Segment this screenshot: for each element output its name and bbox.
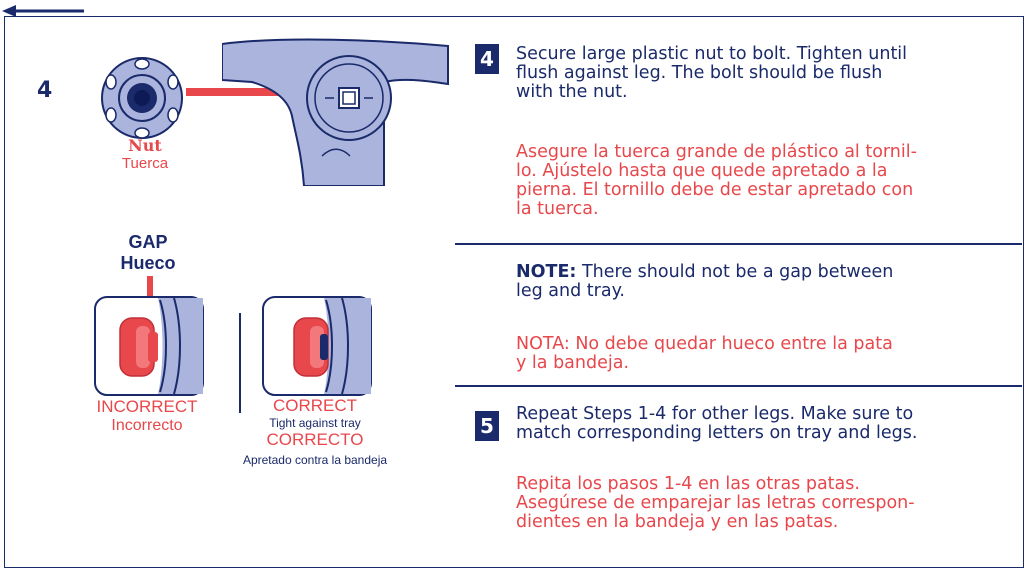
step-4-en-line: Secure large plastic nut to bolt. Tighte… xyxy=(516,44,908,64)
step-5-text-es: Repita los pasos 1-4 en las otras patas.… xyxy=(516,475,915,532)
step-4-es-line: lo. Ajústelo hasta que quede apretado a … xyxy=(516,161,888,181)
note-text-line: leg and tray. xyxy=(516,281,625,301)
step-5-es-line: Repita los pasos 1-4 en las otras patas. xyxy=(516,474,860,494)
step-number-left: 4 xyxy=(37,78,53,103)
correct-sub-label: Tight against tray xyxy=(269,416,361,430)
step-4-es-line: Asegure la tuerca grande de plástico al … xyxy=(516,142,917,162)
note-text-en: NOTE: There should not be a gap between … xyxy=(516,263,893,301)
comparison-divider xyxy=(239,313,241,413)
step-5-en-line: match corresponding letters on tray and … xyxy=(516,423,918,443)
correct-label-es: CORRECTO xyxy=(266,430,364,449)
step-5-text-en: Repeat Steps 1-4 for other legs. Make su… xyxy=(516,405,917,443)
back-arrow-icon xyxy=(2,5,84,17)
step-4-text-es: Asegure la tuerca grande de plástico al … xyxy=(516,143,917,219)
incorrect-label: INCORRECT xyxy=(96,397,198,416)
note-es-line: NOTA: No debe quedar hueco entre la pata xyxy=(516,334,893,354)
nut-label: Nut xyxy=(128,136,162,155)
step-4-badge: 4 xyxy=(475,44,499,74)
step-4-es-line: pierna. El tornillo debe de estar apreta… xyxy=(516,180,914,200)
step-4-en-line: flush against leg. The bolt should be fl… xyxy=(516,63,883,83)
step-4-en-line: with the nut. xyxy=(516,82,628,102)
gap-label-es: Hueco xyxy=(120,253,176,273)
correct-illustration xyxy=(262,296,372,396)
leg-tray-illustration xyxy=(222,38,449,186)
incorrect-illustration xyxy=(94,296,204,396)
instruction-frame xyxy=(4,16,1024,568)
step-4-es-line: la tuerca. xyxy=(516,199,599,219)
incorrect-label-es: Incorrecto xyxy=(111,417,183,434)
correct-sub-label-es: Apretado contra la bandeja xyxy=(242,453,388,467)
step-4-text-en: Secure large plastic nut to bolt. Tighte… xyxy=(516,45,907,102)
correct-label: CORRECT xyxy=(272,396,358,415)
step-5-en-line: Repeat Steps 1-4 for other legs. Make su… xyxy=(516,404,914,424)
note-es-line: y la bandeja. xyxy=(516,353,630,373)
section-divider xyxy=(455,385,1022,387)
nut-illustration xyxy=(101,57,183,139)
note-label: NOTE: xyxy=(516,262,577,282)
note-text-es: NOTA: No debe quedar hueco entre la pata… xyxy=(516,335,893,373)
nut-label-es: Tuerca xyxy=(121,155,169,172)
gap-label-en: GAP xyxy=(128,232,168,252)
step-5-es-line: dientes en la bandeja y en las patas. xyxy=(516,512,839,532)
section-divider xyxy=(455,243,1022,245)
gap-label: GAP Hueco xyxy=(108,232,188,274)
note-text: There should not be a gap between xyxy=(576,262,894,282)
step-5-es-line: Asegúrese de emparejar las letras corres… xyxy=(516,493,915,513)
step-5-badge: 5 xyxy=(475,411,499,441)
